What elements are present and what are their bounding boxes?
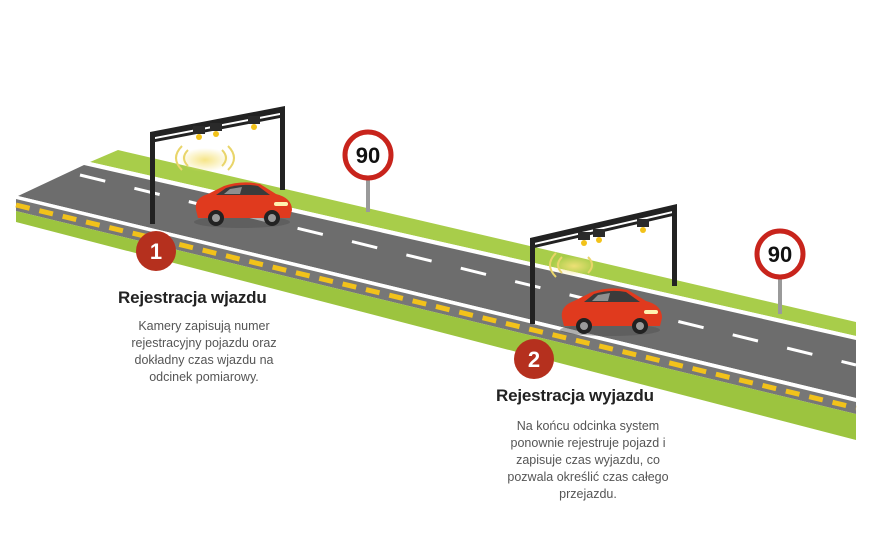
speed-limit-sign-2: 90: [754, 228, 806, 314]
gantry-2: [530, 204, 677, 324]
car-icon: [560, 288, 662, 336]
edge-line-near: [16, 196, 856, 402]
description-line: rejestracyjny pojazdu oraz: [131, 336, 277, 350]
step-number: 2: [528, 347, 540, 372]
grass-near: [16, 211, 856, 440]
speed-limit-value: 90: [356, 143, 380, 168]
description-line: pozwala określić czas całego: [507, 470, 669, 484]
description-line: przejazdu.: [559, 487, 617, 501]
speed-limit-value: 90: [768, 242, 792, 267]
step-badge-2: 2: [514, 339, 554, 379]
camera-icon: [578, 219, 649, 246]
camera-icon: [193, 116, 260, 140]
description-line: zapisuje czas wyjazdu, co: [516, 453, 660, 467]
step-title-1: Rejestracja wjazdu: [118, 288, 267, 307]
description-line: Na końcu odcinka system: [516, 419, 660, 433]
scan-waves-icon: [175, 145, 235, 172]
step-title-2: Rejestracja wyjazdu: [496, 386, 654, 405]
speed-limit-sign-1: 90: [342, 129, 394, 212]
description-line: odcinek pomiarowy.: [149, 370, 259, 384]
step-description-2: Na końcu odcinka system ponownie rejestr…: [496, 418, 680, 503]
car-icon: [194, 182, 292, 228]
step-badge-1: 1: [136, 231, 176, 271]
gantry-1: [150, 106, 285, 224]
description-line: ponownie rejestruje pojazd i: [510, 436, 666, 450]
step-number: 1: [150, 239, 162, 264]
step-description-1: Kamery zapisują numer rejestracyjny poja…: [104, 318, 304, 386]
description-line: dokładny czas wjazdu na: [134, 353, 274, 367]
road-surface: [18, 165, 856, 398]
scan-waves-icon: [549, 252, 596, 278]
description-line: Kamery zapisują numer: [138, 319, 270, 333]
